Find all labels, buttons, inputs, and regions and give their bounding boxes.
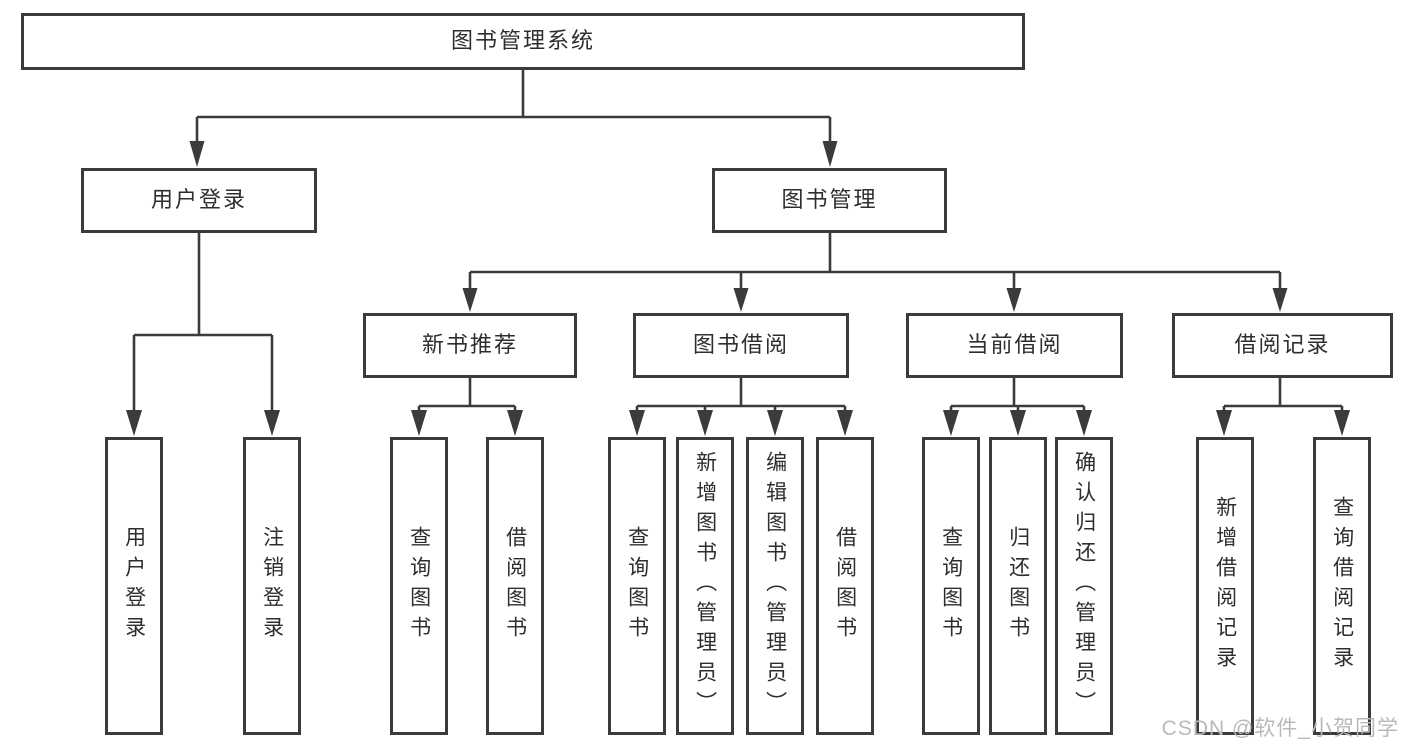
node-current-borrowing: 当前借阅 [906, 313, 1123, 378]
csdn-watermark: CSDN @软件_小贺同学 [1161, 717, 1399, 740]
connector-mgmt-to-level2 [468, 233, 1282, 290]
arrowhead-icon [411, 410, 427, 436]
leaf-logout: 注销登录 [243, 437, 301, 735]
arrowhead-icon [1272, 288, 1288, 312]
connector-newbook-children [417, 378, 517, 413]
arrowhead-icon [264, 410, 280, 436]
leaf-borrowing-edit-books-admin: 编辑图书（管理员） [746, 437, 804, 735]
leaf-current-return-books: 归还图书 [989, 437, 1047, 735]
leaf-current-confirm-return-admin: 确认归还（管理员） [1055, 437, 1113, 735]
node-book-management: 图书管理 [712, 168, 947, 233]
leaf-current-query-books: 查询图书 [922, 437, 980, 735]
node-new-book-recommend: 新书推荐 [363, 313, 577, 378]
arrowhead-icon [767, 410, 783, 436]
node-borrow-records: 借阅记录 [1172, 313, 1393, 378]
connector-borrow-children [635, 378, 847, 413]
leaf-borrowing-query-books: 查询图书 [608, 437, 666, 735]
arrowhead-icon [1334, 410, 1350, 436]
arrowhead-icon [943, 410, 959, 436]
arrowhead-icon [822, 141, 838, 167]
leaf-user-login: 用户登录 [105, 437, 163, 735]
leaf-newbook-query-books: 查询图书 [390, 437, 448, 735]
arrowhead-icon [189, 141, 205, 167]
leaf-records-add-record: 新增借阅记录 [1196, 437, 1254, 735]
arrowhead-icon [1076, 410, 1092, 436]
connector-root-to-level1 [195, 70, 832, 143]
arrowheads [126, 141, 1350, 436]
leaf-borrowing-add-books-admin: 新增图书（管理员） [676, 437, 734, 735]
arrowhead-icon [1006, 288, 1022, 312]
arrowhead-icon [697, 410, 713, 436]
arrowhead-icon [1010, 410, 1026, 436]
node-user-login: 用户登录 [81, 168, 317, 233]
connector-records-children [1222, 378, 1344, 413]
arrowhead-icon [629, 410, 645, 436]
arrowhead-icon [837, 410, 853, 436]
arrowhead-icon [462, 288, 478, 312]
leaf-records-query-record: 查询借阅记录 [1313, 437, 1371, 735]
arrowhead-icon [126, 410, 142, 436]
node-library-system: 图书管理系统 [21, 13, 1025, 70]
arrowhead-icon [733, 288, 749, 312]
connector-current-children [949, 378, 1086, 413]
arrowhead-icon [1216, 410, 1232, 436]
leaf-borrowing-borrow-books: 借阅图书 [816, 437, 874, 735]
node-book-borrowing: 图书借阅 [633, 313, 849, 378]
leaf-newbook-borrow-books: 借阅图书 [486, 437, 544, 735]
arrowhead-icon [507, 410, 523, 436]
connector-login-children [132, 233, 274, 412]
